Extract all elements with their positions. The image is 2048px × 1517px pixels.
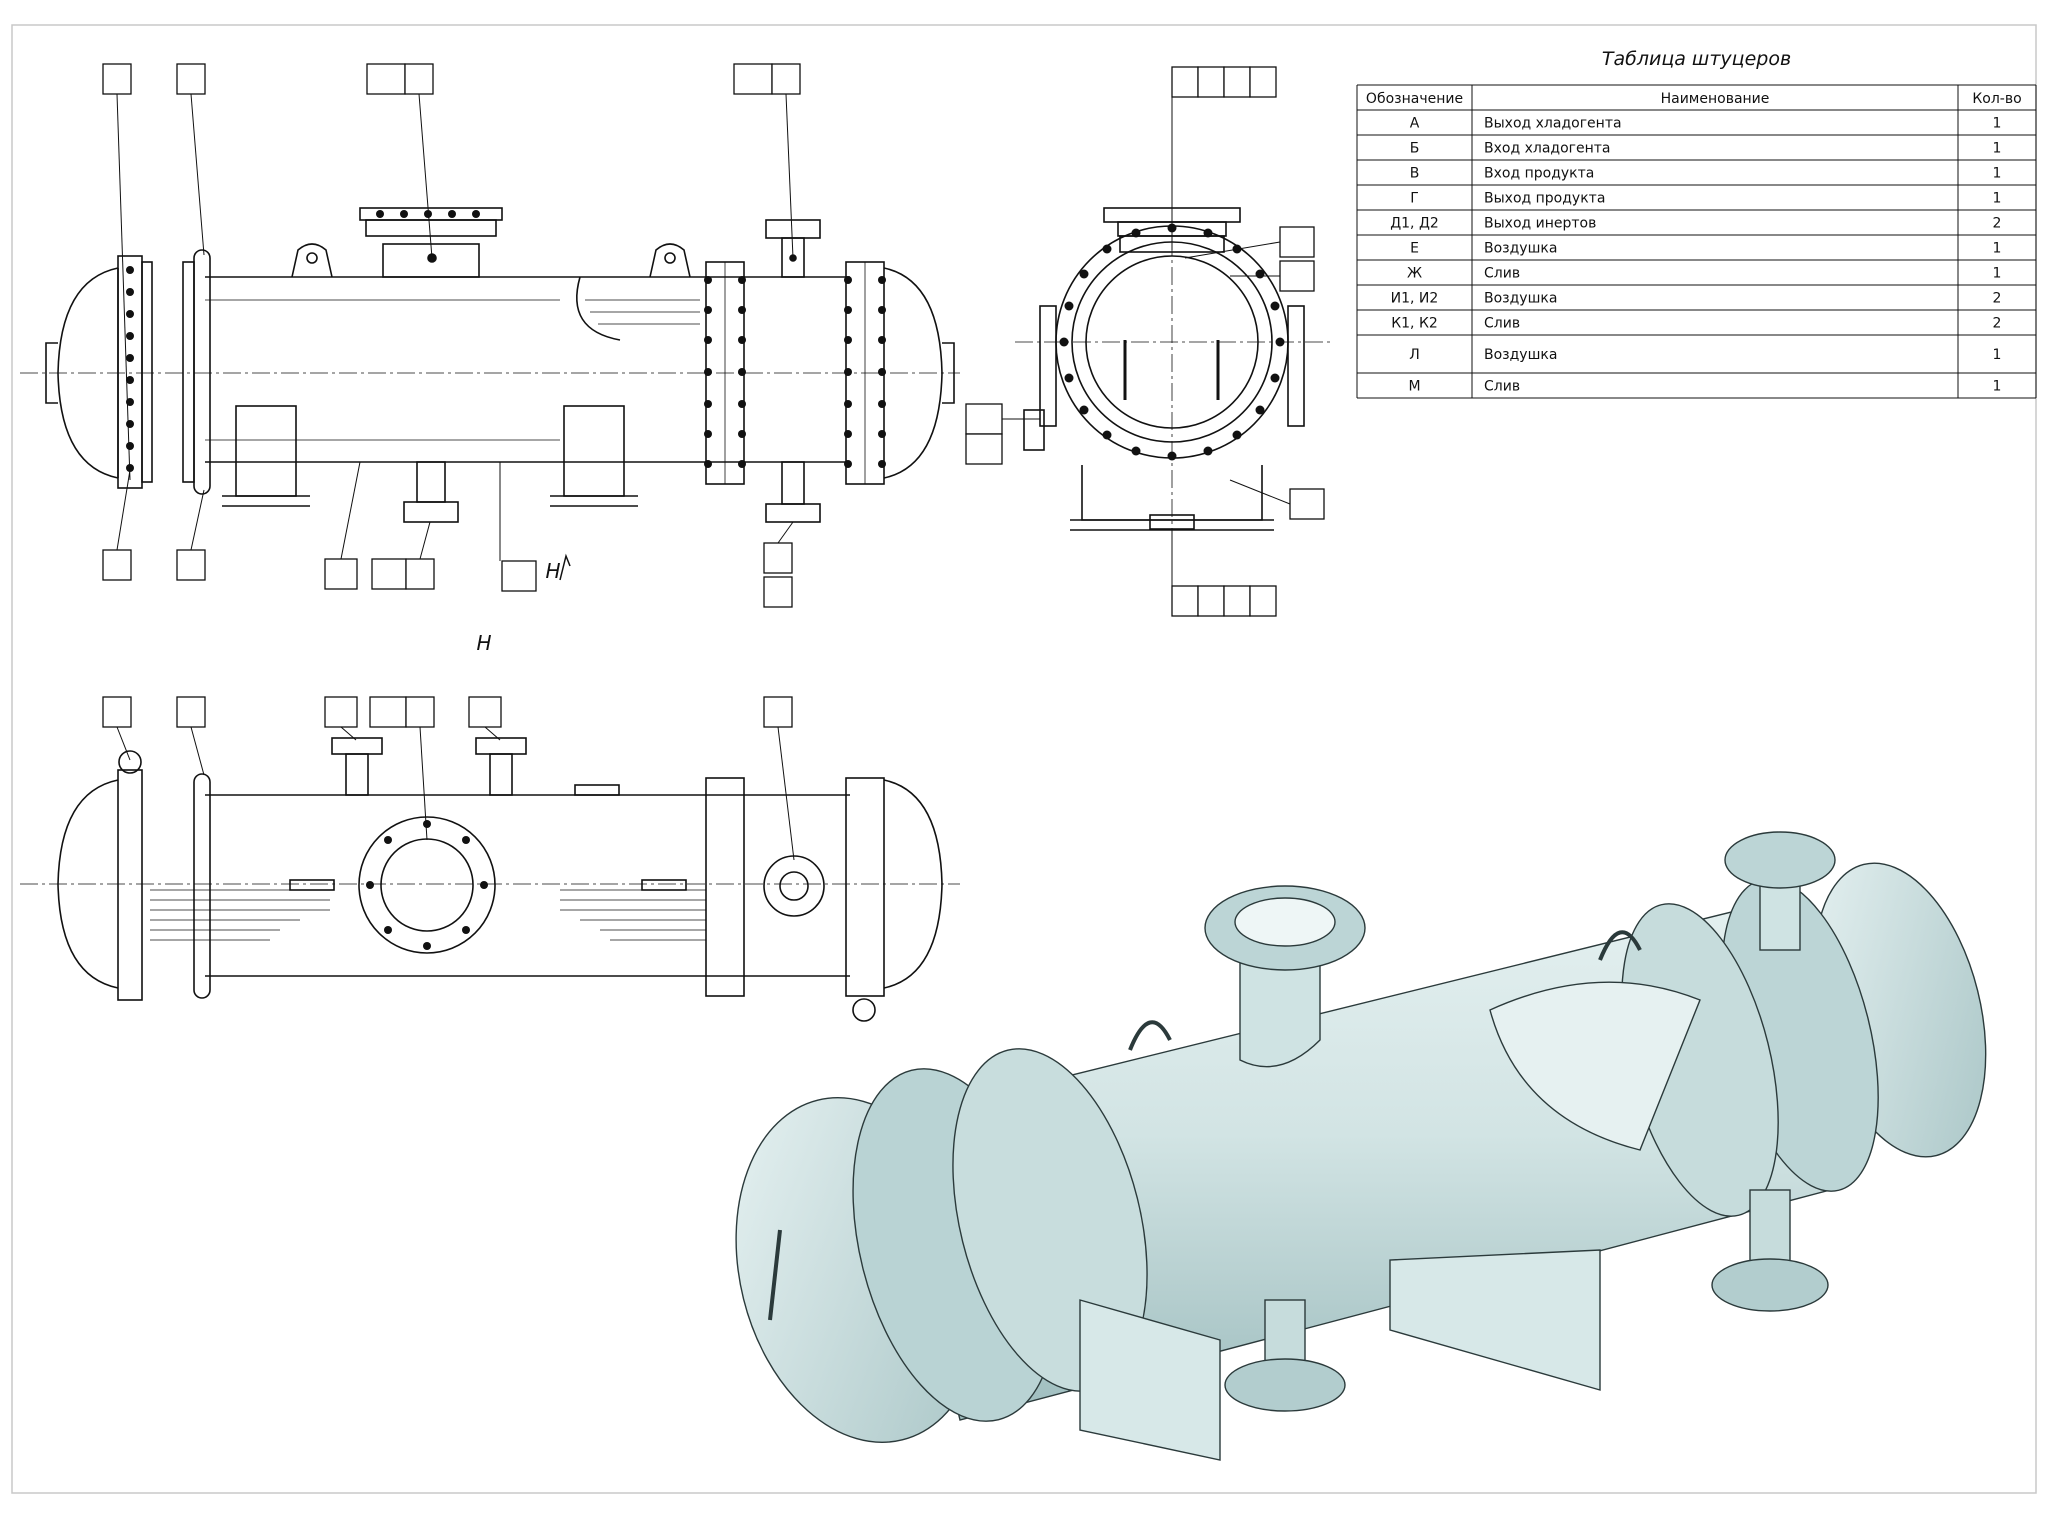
plan-view — [20, 737, 960, 1022]
table-cell-code: Е — [1410, 241, 1419, 257]
callout-box — [102, 63, 132, 481]
callout-box — [1223, 585, 1251, 617]
callout-labels: НН — [102, 63, 1325, 861]
callout-box — [405, 521, 435, 590]
table-cell-name: Воздушка — [1484, 347, 1557, 363]
table-cell-code: М — [1408, 379, 1420, 395]
table-cell-code: И1, И2 — [1391, 291, 1439, 307]
callout-box — [965, 403, 1040, 435]
callout-box — [733, 63, 773, 95]
callout-box — [763, 576, 793, 608]
table-title: Таблица штуцеров — [1602, 48, 1791, 70]
table-header: Кол-во — [1972, 91, 2021, 107]
table-cell-qty: 1 — [1993, 166, 2002, 182]
callout-box — [324, 461, 361, 590]
callout-box — [468, 696, 502, 741]
table-cell-name: Выход продукта — [1484, 191, 1605, 207]
callout-box — [1230, 260, 1315, 292]
bolts-middle — [704, 276, 886, 468]
table-header: Наименование — [1661, 91, 1770, 107]
callout-box — [176, 63, 206, 256]
callout-box — [1171, 530, 1199, 617]
table-cell-qty: 1 — [1993, 266, 2002, 282]
callout-box — [763, 696, 795, 861]
table-cell-name: Вход продукта — [1484, 166, 1594, 182]
table-cell-code: Ж — [1407, 266, 1422, 282]
section-arrow-label: Н — [545, 559, 560, 583]
table-cell-code: Б — [1410, 141, 1420, 157]
callout-box — [499, 462, 537, 592]
callout-box — [771, 63, 801, 259]
table-cell-name: Слив — [1484, 266, 1520, 282]
callout-box — [1223, 66, 1251, 98]
table-cell-qty: 2 — [1993, 316, 2002, 332]
table-cell-code: Л — [1409, 347, 1420, 363]
callout-box — [404, 63, 434, 259]
front-view — [20, 207, 960, 523]
table-cell-name: Слив — [1484, 316, 1520, 332]
callout-box — [405, 696, 435, 841]
table-cell-name: Выход хладогента — [1484, 116, 1622, 132]
callout-box — [1171, 66, 1199, 250]
section-arrow-icon — [559, 553, 571, 581]
table-cell-qty: 1 — [1993, 347, 2002, 363]
table-cell-code: К1, К2 — [1391, 316, 1438, 332]
callout-box — [176, 696, 206, 776]
callout-box — [324, 696, 358, 741]
table-cell-qty: 2 — [1993, 291, 2002, 307]
table-header: Обозначение — [1366, 91, 1463, 107]
table-cell-code: В — [1410, 166, 1420, 182]
callout-box — [369, 696, 407, 728]
callout-box — [176, 489, 206, 581]
table-cell-qty: 1 — [1993, 141, 2002, 157]
callout-box — [965, 433, 1003, 465]
callout-box — [366, 63, 406, 95]
table-cell-qty: 1 — [1993, 191, 2002, 207]
table-cell-qty: 1 — [1993, 116, 2002, 132]
section-mark: Н — [476, 631, 491, 655]
callout-box — [371, 558, 407, 590]
table-cell-qty: 1 — [1993, 379, 2002, 395]
table-cell-name: Выход инертов — [1484, 216, 1596, 232]
isometric-model — [735, 831, 1987, 1461]
table-cell-code: А — [1410, 116, 1420, 132]
table-cell-qty: 1 — [1993, 241, 2002, 257]
callout-box — [763, 521, 794, 574]
callout-box — [1197, 585, 1225, 617]
table-cell-name: Слив — [1484, 379, 1520, 395]
table-cell-name: Воздушка — [1484, 241, 1557, 257]
table-cell-name: Вход хладогента — [1484, 141, 1611, 157]
bolts-left — [126, 266, 134, 472]
callout-box — [1249, 585, 1277, 617]
table-cell-code: Д1, Д2 — [1390, 216, 1439, 232]
callout-box — [102, 696, 132, 761]
callout-box — [1249, 66, 1277, 98]
table-cell-code: Г — [1410, 191, 1419, 207]
callout-box — [102, 469, 132, 581]
callout-box — [1229, 479, 1325, 520]
sheet-frame — [11, 24, 2037, 1494]
table-cell-qty: 2 — [1993, 216, 2002, 232]
table-cell-name: Воздушка — [1484, 291, 1557, 307]
callout-box — [1184, 226, 1315, 259]
callout-box — [1197, 66, 1225, 98]
